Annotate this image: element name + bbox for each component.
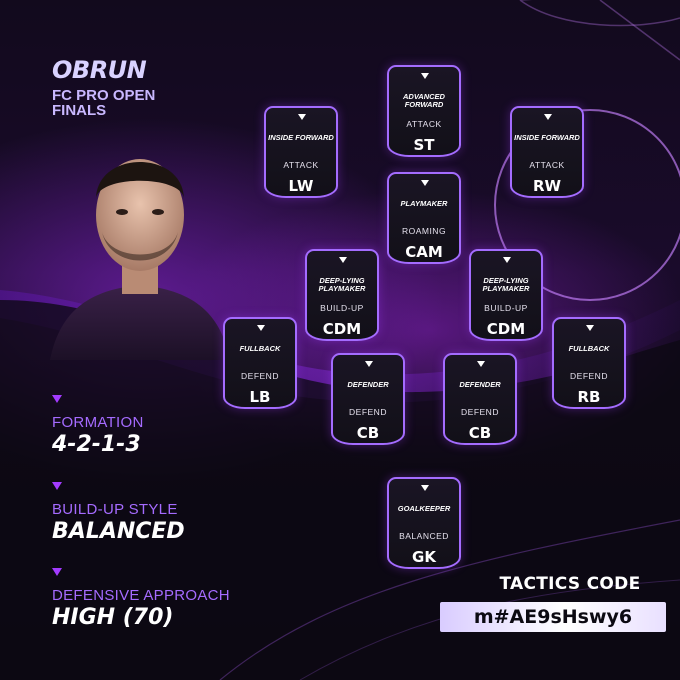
position-code: ST bbox=[413, 136, 435, 154]
duty-label: ATTACK bbox=[529, 160, 565, 170]
formation-value: 4-2-1-3 bbox=[52, 432, 141, 457]
duty-label: BALANCED bbox=[399, 531, 449, 541]
role-label: DEEP-LYING PLAYMAKER bbox=[482, 276, 530, 293]
defensive-label: DEFENSIVE APPROACH bbox=[52, 587, 230, 604]
chevron-down-icon bbox=[477, 361, 485, 367]
position-code: CDM bbox=[486, 320, 526, 338]
position-card-cdm-left[interactable]: DEEP-LYING PLAYMAKER BUILD-UP CDM bbox=[305, 249, 379, 341]
position-card-gk[interactable]: GOALKEEPER BALANCED GK bbox=[387, 477, 461, 569]
chevron-down-icon bbox=[421, 180, 429, 186]
chevron-down-icon bbox=[544, 114, 552, 120]
event-title: FC PRO OPEN FINALS bbox=[52, 87, 156, 119]
position-code: LB bbox=[249, 388, 271, 406]
position-code: CAM bbox=[405, 243, 443, 261]
role-label: DEFENDER bbox=[347, 380, 389, 389]
role-label: DEFENDER bbox=[459, 380, 501, 389]
position-card-st[interactable]: ADVANCED FORWARD ATTACK ST bbox=[387, 65, 461, 157]
chevron-down-icon bbox=[503, 257, 511, 263]
tactics-code-box[interactable]: m#AE9sHswy6 bbox=[440, 602, 666, 632]
formation-label: FORMATION bbox=[52, 414, 144, 431]
duty-label: ATTACK bbox=[283, 160, 319, 170]
position-card-cam[interactable]: PLAYMAKER ROAMING CAM bbox=[387, 172, 461, 264]
buildup-marker-icon bbox=[52, 482, 62, 490]
duty-label: DEFEND bbox=[241, 371, 279, 381]
tactics-code-value: m#AE9sHswy6 bbox=[473, 606, 633, 628]
player-portrait bbox=[50, 159, 230, 360]
defensive-marker-icon bbox=[52, 568, 62, 576]
player-name: OBRUN bbox=[52, 56, 147, 84]
role-label: INSIDE FORWARD bbox=[268, 133, 334, 142]
position-card-lw[interactable]: INSIDE FORWARD ATTACK LW bbox=[264, 106, 338, 198]
duty-label: ATTACK bbox=[406, 119, 442, 129]
role-label: FULLBACK bbox=[568, 344, 610, 353]
role-label: FULLBACK bbox=[239, 344, 281, 353]
duty-label: DEFEND bbox=[349, 407, 387, 417]
chevron-down-icon bbox=[365, 361, 373, 367]
tactics-code-label: TACTICS CODE bbox=[499, 574, 641, 594]
duty-label: DEFEND bbox=[570, 371, 608, 381]
position-card-rw[interactable]: INSIDE FORWARD ATTACK RW bbox=[510, 106, 584, 198]
position-card-cb-left[interactable]: DEFENDER DEFEND CB bbox=[331, 353, 405, 445]
duty-label: BUILD-UP bbox=[484, 303, 528, 313]
chevron-down-icon bbox=[586, 325, 594, 331]
role-label: ADVANCED FORWARD bbox=[403, 92, 445, 109]
position-card-rb[interactable]: FULLBACK DEFEND RB bbox=[552, 317, 626, 409]
role-label: PLAYMAKER bbox=[400, 199, 448, 208]
chevron-down-icon bbox=[298, 114, 306, 120]
chevron-down-icon bbox=[339, 257, 347, 263]
role-label: DEEP-LYING PLAYMAKER bbox=[318, 276, 366, 293]
chevron-down-icon bbox=[257, 325, 265, 331]
position-code: CB bbox=[468, 424, 492, 442]
position-code: GK bbox=[412, 548, 436, 566]
duty-label: DEFEND bbox=[461, 407, 499, 417]
position-code: RW bbox=[532, 177, 562, 195]
position-code: CB bbox=[356, 424, 380, 442]
duty-label: BUILD-UP bbox=[320, 303, 364, 313]
chevron-down-icon bbox=[421, 73, 429, 79]
position-code: RB bbox=[577, 388, 601, 406]
position-card-lb[interactable]: FULLBACK DEFEND LB bbox=[223, 317, 297, 409]
formation-marker-icon bbox=[52, 395, 62, 403]
position-card-cdm-right[interactable]: DEEP-LYING PLAYMAKER BUILD-UP CDM bbox=[469, 249, 543, 341]
position-code: CDM bbox=[322, 320, 362, 338]
chevron-down-icon bbox=[421, 485, 429, 491]
defensive-value: HIGH (70) bbox=[52, 605, 174, 630]
buildup-label: BUILD-UP STYLE bbox=[52, 501, 178, 518]
role-label: GOALKEEPER bbox=[397, 504, 451, 513]
position-code: LW bbox=[288, 177, 314, 195]
position-card-cb-right[interactable]: DEFENDER DEFEND CB bbox=[443, 353, 517, 445]
role-label: INSIDE FORWARD bbox=[514, 133, 580, 142]
duty-label: ROAMING bbox=[401, 226, 447, 236]
buildup-value: BALANCED bbox=[52, 519, 185, 544]
